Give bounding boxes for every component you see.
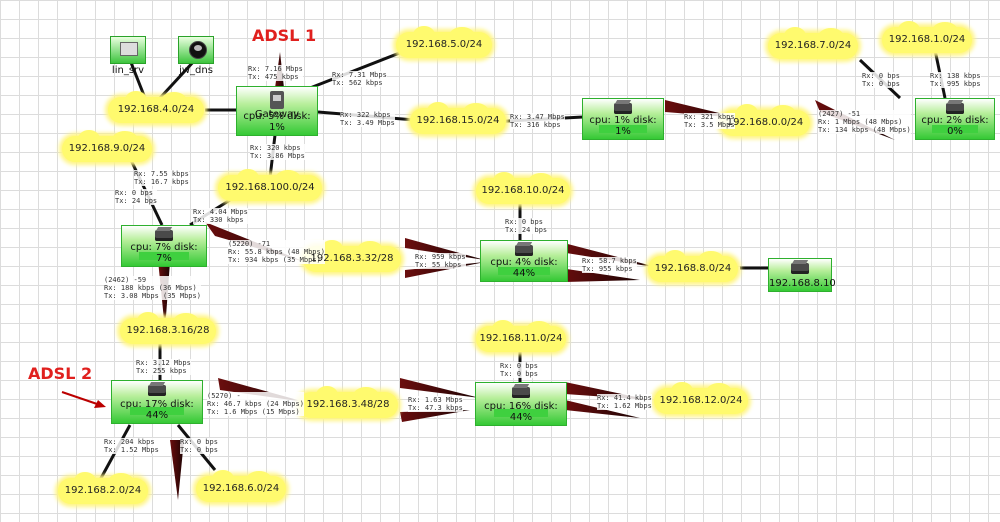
redacted-name — [599, 125, 647, 133]
redacted-name — [494, 409, 548, 417]
link-stats: Rx: 0 bps Tx: 0 bps — [862, 72, 900, 88]
wlink-left2-down[interactable] — [170, 440, 184, 500]
router-node[interactable]: cpu: 1% disk: 1% — [582, 98, 664, 140]
network-cloud[interactable]: 192.168.10.0/24 — [476, 172, 570, 204]
link-stats: (2427) -51 Rx: 1 Mbps (48 Mbps) Tx: 134 … — [818, 110, 911, 134]
network-cloud[interactable]: 192.168.15.0/24 — [410, 102, 506, 134]
link-stats: Rx: 0 bps Tx: 0 bps — [500, 362, 538, 378]
host-jw_dns[interactable]: jw_dns — [178, 36, 214, 76]
link-stats: Rx: 3.12 Mbps Tx: 255 kbps — [136, 359, 191, 375]
link-stats: (5220) -71 Rx: 55.8 kbps (48 Mbps) Tx: 9… — [228, 240, 325, 264]
router-icon — [148, 385, 166, 396]
router-icon — [791, 263, 809, 274]
router-status: cpu: 16% disk: 44% — [484, 401, 558, 423]
lock-icon — [270, 91, 284, 109]
link-stats: Rx: 320 kbps Tx: 3.86 Mbps — [250, 144, 305, 160]
link-stats: Rx: 321 kbps Tx: 3.5 Mbps — [684, 113, 735, 129]
redacted-name — [931, 125, 979, 133]
router-node[interactable]: cpu: 7% disk: 7% — [121, 225, 207, 267]
link-stats: Rx: 7.31 Mbps Tx: 562 kbps — [332, 71, 387, 87]
link-stats: Rx: 138 kbps Tx: 995 kbps — [930, 72, 981, 88]
link-jw_dns[interactable] — [158, 58, 197, 100]
link-stats: Rx: 0 bps Tx: 0 bps — [180, 438, 218, 454]
router-node[interactable]: cpu: 16% disk: 44% — [475, 382, 567, 426]
link-stats: (5270) - Rx: 46.7 kbps (24 Mbps) Tx: 1.6… — [207, 392, 304, 416]
link-stats: Rx: 959 kbps Tx: 55 kbps — [415, 253, 466, 269]
router-status: cpu: 17% disk: 44% — [120, 399, 194, 421]
network-cloud[interactable]: 192.168.100.0/24 — [218, 169, 322, 201]
adsl2-arrow — [61, 391, 106, 408]
globe-icon — [178, 36, 214, 64]
network-cloud[interactable]: 192.168.2.0/24 — [58, 472, 148, 504]
router-icon — [512, 387, 530, 398]
link-stats: Rx: 1.63 Mbps Tx: 47.3 kbps — [408, 396, 463, 412]
link-stats: Rx: 7.16 Mbps Tx: 475 kbps — [248, 65, 303, 81]
link-stats: Rx: 322 kbps Tx: 3.49 Mbps — [340, 111, 395, 127]
link-stats: Rx: 3.47 Mbps Tx: 316 kbps — [510, 113, 565, 129]
link-stats: Rx: 58.7 kbps Tx: 955 kbps — [582, 257, 637, 273]
network-cloud[interactable]: 192.168.8.0/24 — [648, 250, 738, 282]
link-stats: Rx: 4.04 Mbps Tx: 330 kbps — [193, 208, 248, 224]
link-stats: Rx: 7.55 kbps Tx: 16.7 kbps — [134, 170, 189, 186]
network-cloud[interactable]: 192.168.5.0/24 — [396, 26, 492, 58]
network-cloud[interactable]: 192.168.1.0/24 — [882, 21, 972, 53]
host-label: lin_srv — [111, 65, 145, 76]
router-icon — [614, 103, 632, 114]
network-cloud[interactable]: 192.168.12.0/24 — [654, 382, 748, 414]
wlink-net348-mid2[interactable] — [400, 378, 480, 398]
redacted-name — [130, 407, 184, 415]
router-node[interactable]: 192.168.8.10 — [768, 258, 836, 292]
link-stats: (2462) -59 Rx: 188 kbps (36 Mbps) Tx: 3.… — [104, 276, 201, 300]
redacted-name — [498, 267, 550, 275]
router-status: cpu: 2% disk: 0% — [921, 115, 989, 137]
network-cloud[interactable]: 192.168.11.0/24 — [476, 320, 566, 352]
link-stats: Rx: 204 kbps Tx: 1.52 Mbps — [104, 438, 159, 454]
wlink-mid1-net8-b[interactable] — [560, 268, 640, 282]
network-cloud[interactable]: 192.168.9.0/24 — [62, 130, 152, 162]
router-status: cpu: 4% disk: 44% — [490, 257, 558, 279]
network-cloud[interactable]: 192.168.4.0/24 — [108, 91, 204, 123]
host-label: jw_dns — [179, 65, 213, 76]
link-lin_srv[interactable] — [128, 59, 147, 99]
router-icon — [155, 230, 173, 241]
network-cloud[interactable]: 192.168.0.0/24 — [720, 104, 810, 136]
desktop-icon — [110, 36, 146, 64]
router-node-adsl2[interactable]: cpu: 17% disk: 44% — [111, 380, 203, 424]
host-lin_srv[interactable]: lin_srv — [110, 36, 146, 76]
gateway-status: cpu: 5% disk: 1% — [243, 111, 311, 133]
adsl2-label: ADSL 2 — [28, 364, 93, 383]
gateway-node[interactable]: Gateway cpu: 5% disk: 1% — [236, 86, 318, 136]
adsl1-label: ADSL 1 — [252, 26, 317, 45]
router-icon — [515, 245, 533, 256]
router-status: cpu: 1% disk: 1% — [589, 115, 657, 137]
link-stats: Rx: 41.4 kbps Tx: 1.62 Mbps — [597, 394, 652, 410]
network-cloud[interactable]: 192.168.3.48/28 — [298, 386, 398, 418]
router-status: 192.168.8.10 — [769, 278, 836, 289]
redacted-name — [138, 252, 190, 260]
router-node[interactable]: cpu: 2% disk: 0% — [915, 98, 995, 140]
network-cloud[interactable]: 192.168.3.16/28 — [120, 312, 216, 344]
link-stats: Rx: 0 bps Tx: 24 bps — [505, 218, 548, 234]
wlink-net348-mid2-b[interactable] — [400, 410, 470, 422]
link-stats: Rx: 0 bps Tx: 24 bps — [115, 189, 158, 205]
gateway-name: Gateway — [254, 109, 300, 120]
router-status: cpu: 7% disk: 7% — [130, 242, 198, 264]
network-cloud[interactable]: 192.168.7.0/24 — [768, 27, 858, 59]
router-node[interactable]: cpu: 4% disk: 44% — [480, 240, 568, 282]
router-icon — [946, 103, 964, 114]
network-cloud[interactable]: 192.168.6.0/24 — [196, 470, 286, 502]
